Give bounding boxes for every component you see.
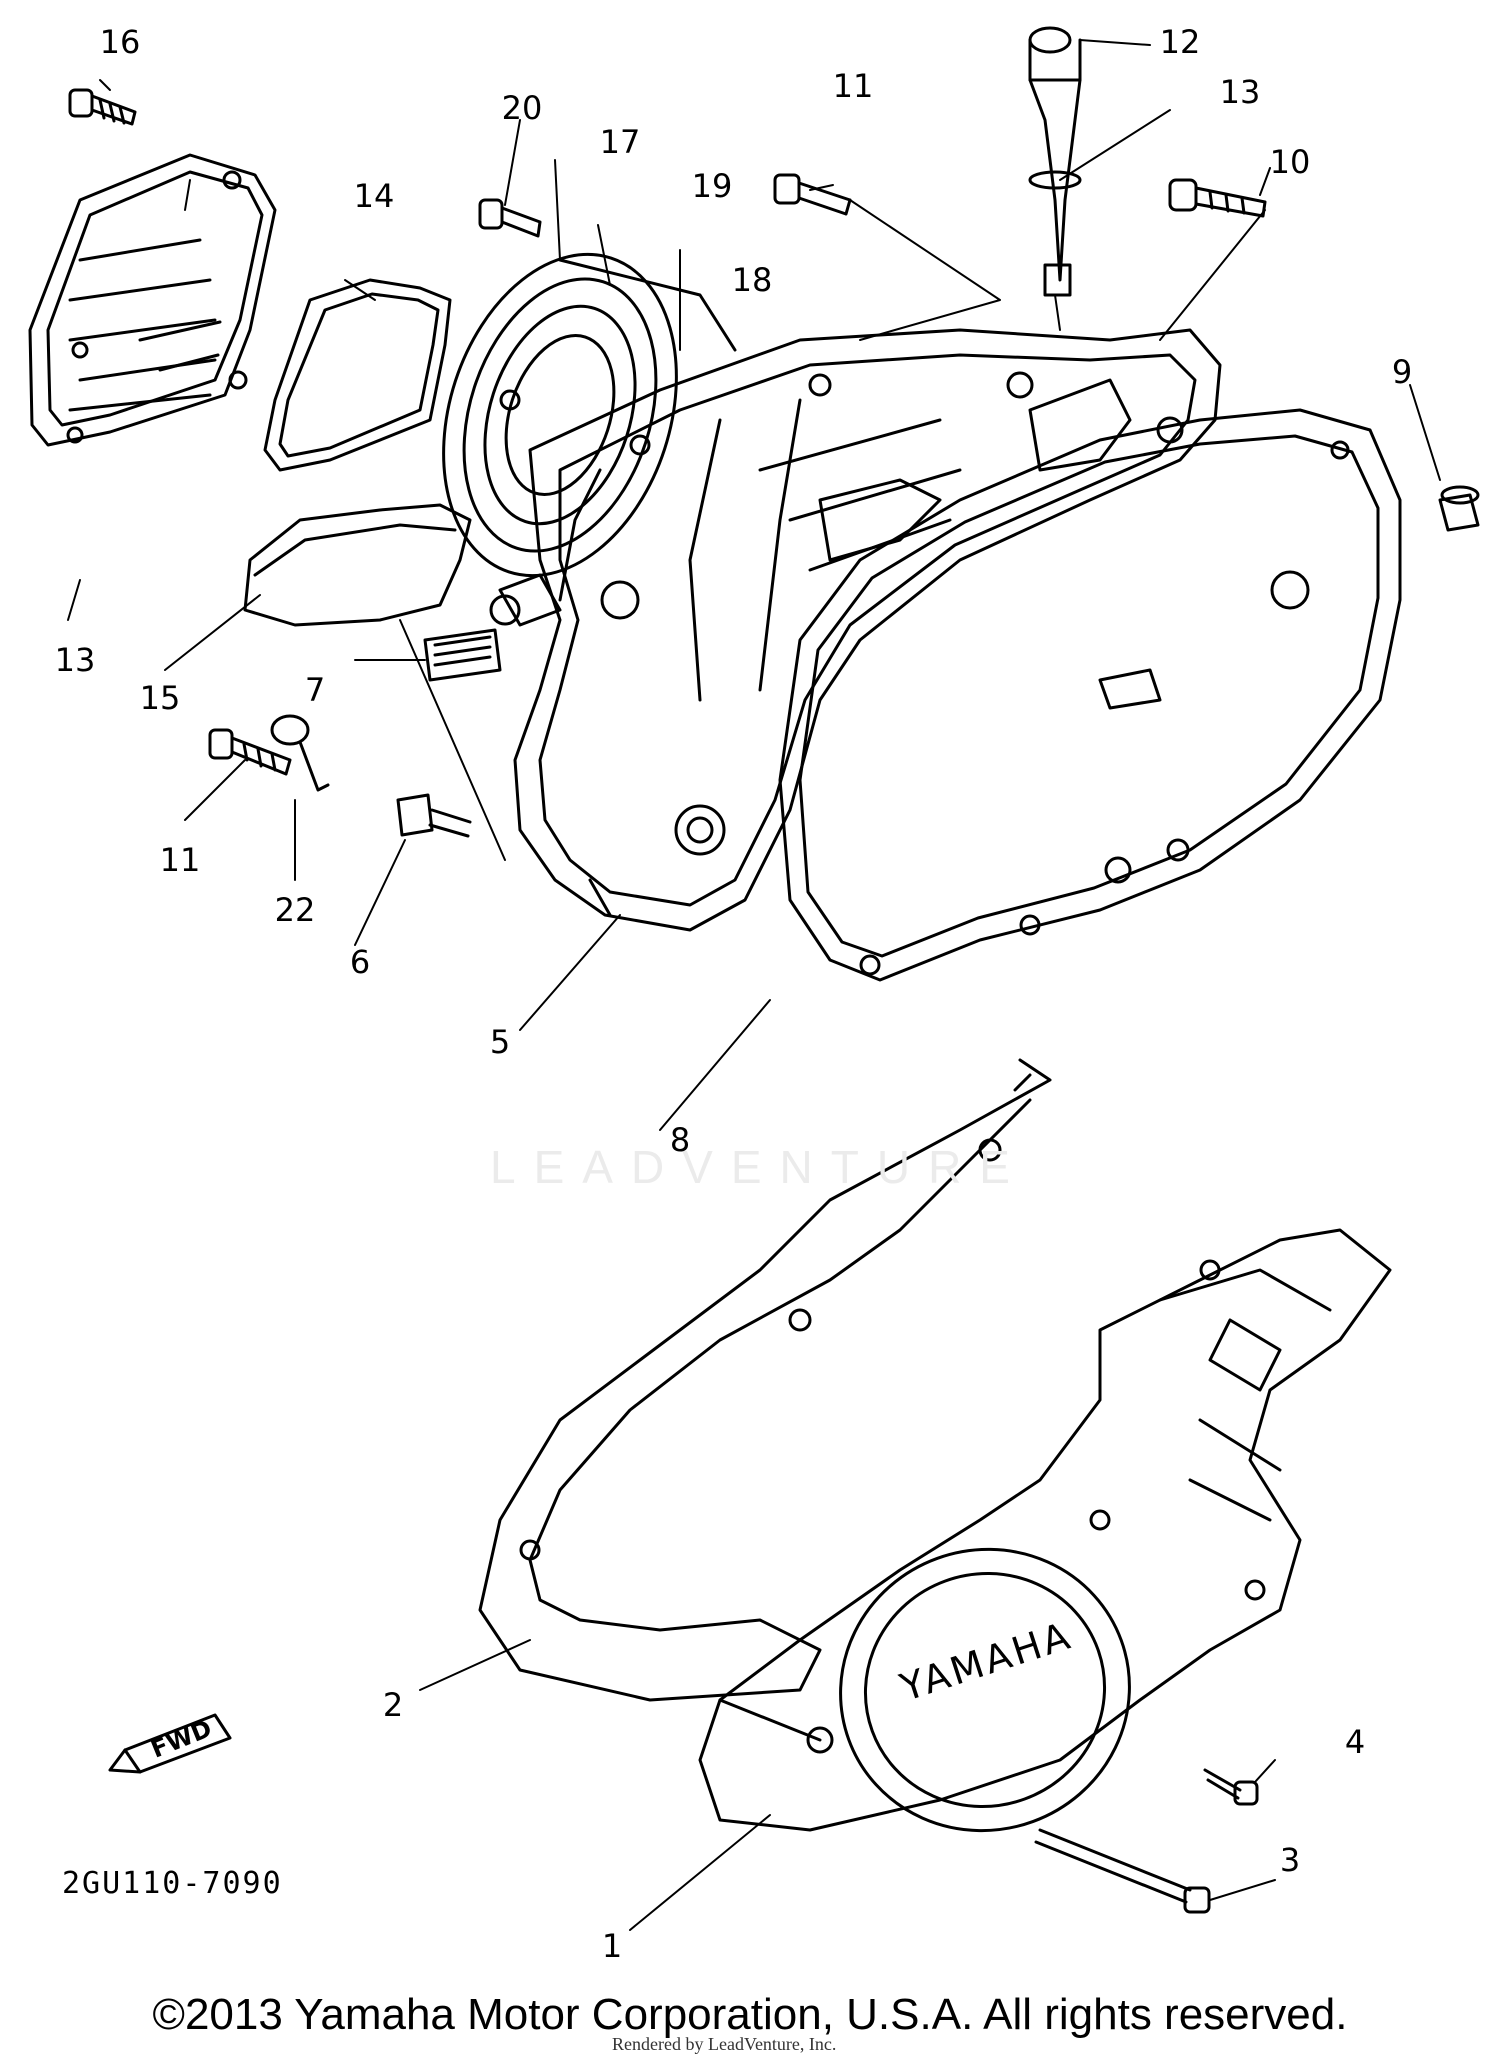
callout-5: 5 xyxy=(489,1023,511,1061)
callout-11-top: 11 xyxy=(832,67,874,105)
part-9-cap xyxy=(1438,485,1480,532)
part-14-outer-cover xyxy=(28,153,277,447)
callout-11-left: 11 xyxy=(159,841,201,879)
callout-16: 15 xyxy=(139,679,181,717)
callout-1: 1 xyxy=(601,1927,623,1965)
drawing-code: 2GU110-7090 xyxy=(62,1866,283,1901)
callout-17: 16 xyxy=(99,23,141,61)
part-7-element xyxy=(423,628,502,682)
callout-6: 6 xyxy=(349,943,371,981)
callout-18: 17 xyxy=(599,123,641,161)
callout-19: 18 xyxy=(731,261,773,299)
part-16-plate xyxy=(243,503,472,627)
bolt-17 xyxy=(68,88,137,126)
part-22-clip xyxy=(270,714,330,792)
rendered-by-note: Rendered by LeadVenture, Inc. xyxy=(612,2034,837,2054)
fwd-arrow-icon xyxy=(108,1713,232,1774)
screw-3 xyxy=(1034,1828,1211,1914)
part-8-gasket xyxy=(778,408,1402,982)
callout-12: 12 xyxy=(1159,23,1201,61)
leader-lines xyxy=(67,39,1441,1931)
callout-13: 13 xyxy=(1219,73,1261,111)
callout-8: 8 xyxy=(669,1121,691,1159)
callout-20: 19 xyxy=(691,167,733,205)
part-6-plug xyxy=(396,793,472,838)
callout-9: 9 xyxy=(1391,353,1413,391)
callout-2: 2 xyxy=(382,1686,404,1724)
bolt-11-left xyxy=(208,728,292,776)
callout-7: 7 xyxy=(304,671,326,709)
part-5-crankcase-cover xyxy=(489,328,1222,932)
callout-3: 3 xyxy=(1279,1841,1301,1879)
copyright-notice: ©2013 Yamaha Motor Corporation, U.S.A. A… xyxy=(152,1990,1348,2039)
bolt-11-top xyxy=(773,173,852,216)
callout-15: 14 xyxy=(353,177,395,215)
part-15-plate xyxy=(263,278,452,472)
part-1-cover-lower xyxy=(698,1228,1392,1833)
callout-14: 13 xyxy=(54,641,96,679)
part-12-13-dipstick xyxy=(1028,26,1082,297)
callout-21: 20 xyxy=(501,89,543,127)
callout-4: 4 xyxy=(1344,1723,1366,1761)
watermark-text: LEADVENTURE xyxy=(490,1141,1028,1193)
bolt-21 xyxy=(478,198,542,238)
bolt-10 xyxy=(1168,178,1267,218)
screw-4 xyxy=(1203,1768,1259,1806)
callout-22: 22 xyxy=(274,891,316,929)
part-2-gasket-lower xyxy=(478,1058,1052,1702)
callout-10: 10 xyxy=(1269,143,1311,181)
